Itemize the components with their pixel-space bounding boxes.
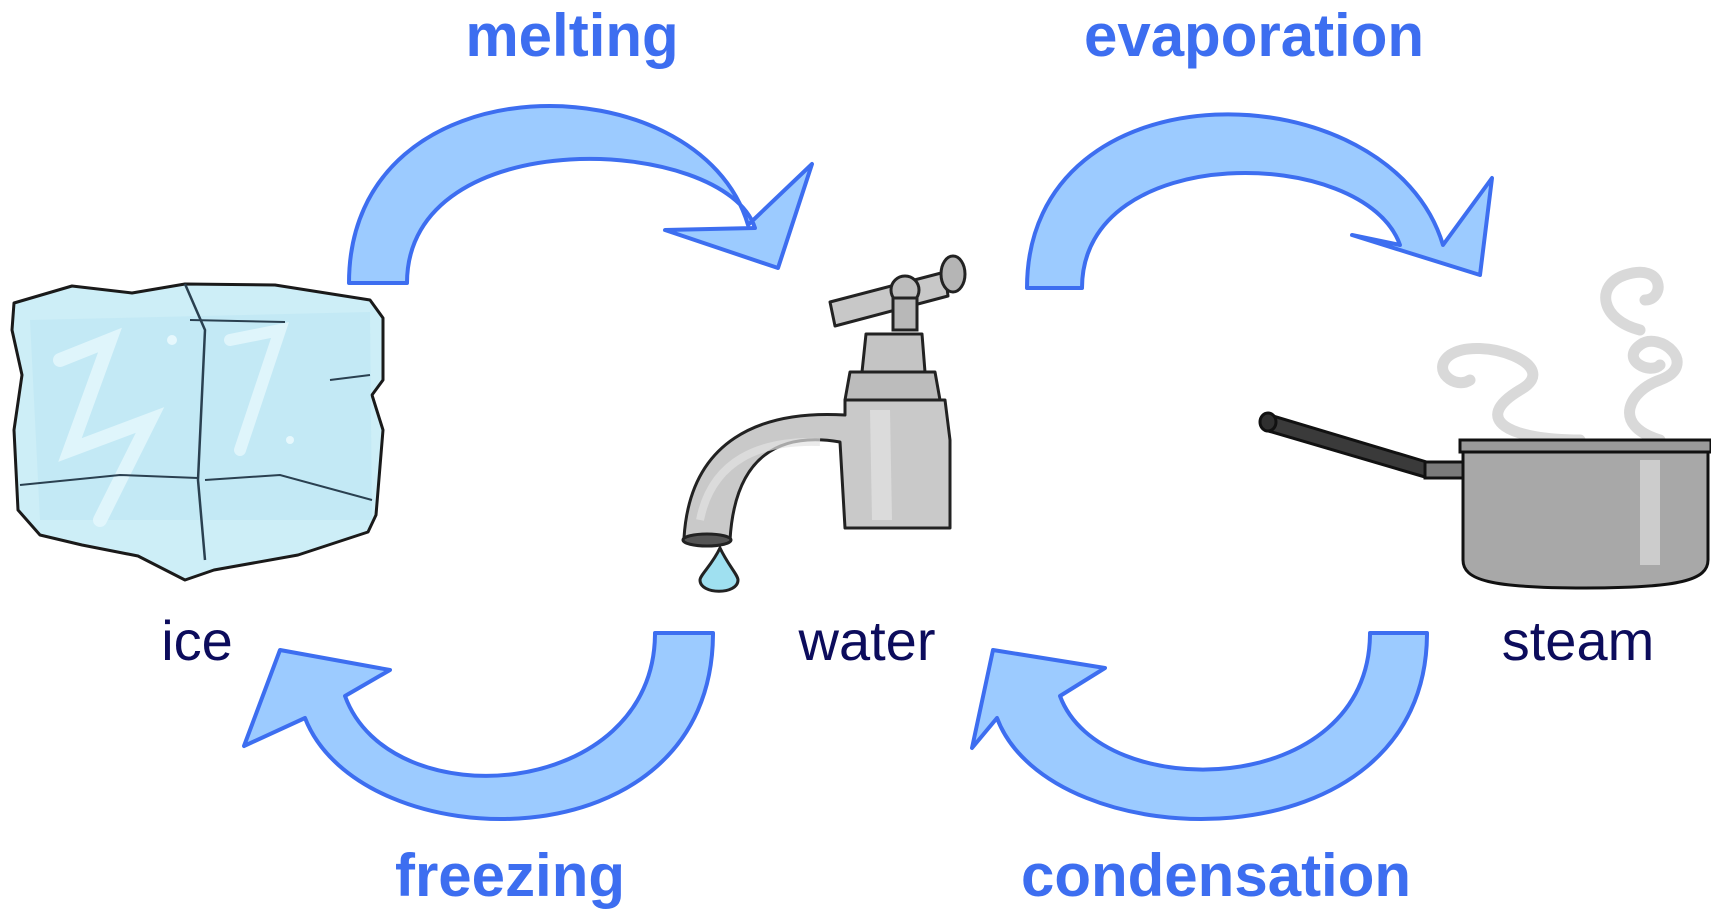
ice-cube-icon <box>12 284 383 580</box>
condensation-arrow <box>972 633 1427 819</box>
melting-label: melting <box>465 2 678 69</box>
saucepan-icon <box>1260 413 1711 588</box>
melting-arrow <box>349 106 812 283</box>
evaporation-arrow <box>1027 114 1492 288</box>
steam-icon <box>1443 272 1678 440</box>
freezing-arrow <box>244 633 713 819</box>
steam-label: steam <box>1502 609 1655 672</box>
water-label: water <box>798 609 936 672</box>
condensation-label: condensation <box>1021 842 1411 909</box>
water-tap-icon <box>683 256 965 546</box>
evaporation-label: evaporation <box>1084 2 1424 69</box>
water-drop-icon <box>700 548 738 591</box>
ice-label: ice <box>161 609 233 672</box>
freezing-label: freezing <box>395 842 625 909</box>
